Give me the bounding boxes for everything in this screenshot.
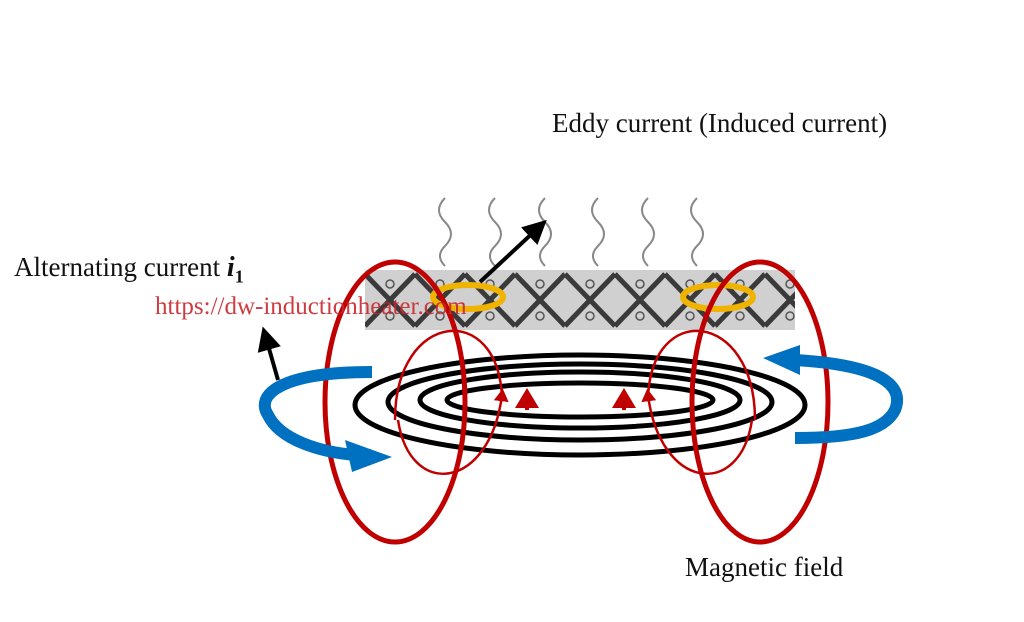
watermark-url: https://dw-inductionheater.com	[155, 293, 467, 320]
alternating-current-label: Alternating current i1	[14, 252, 244, 287]
alternating-current-text: Alternating current	[14, 252, 227, 282]
current-subscript: 1	[234, 266, 244, 287]
magnetic-field-label: Magnetic field	[685, 552, 844, 582]
eddy-current-loops	[430, 282, 756, 312]
current-pointer-arrow	[257, 326, 281, 381]
eddy-current-label: Eddy current (Induced current)	[552, 108, 888, 138]
induction-coil	[352, 352, 808, 458]
magnetic-field-lines	[322, 259, 831, 545]
current-symbol: i	[226, 252, 235, 283]
alternating-current-arrows	[258, 354, 904, 461]
heat-waves	[438, 197, 704, 267]
current-arrowhead-left	[345, 440, 392, 472]
eddy-pointer-arrow	[478, 219, 547, 284]
current-arrowhead-right	[763, 345, 800, 375]
